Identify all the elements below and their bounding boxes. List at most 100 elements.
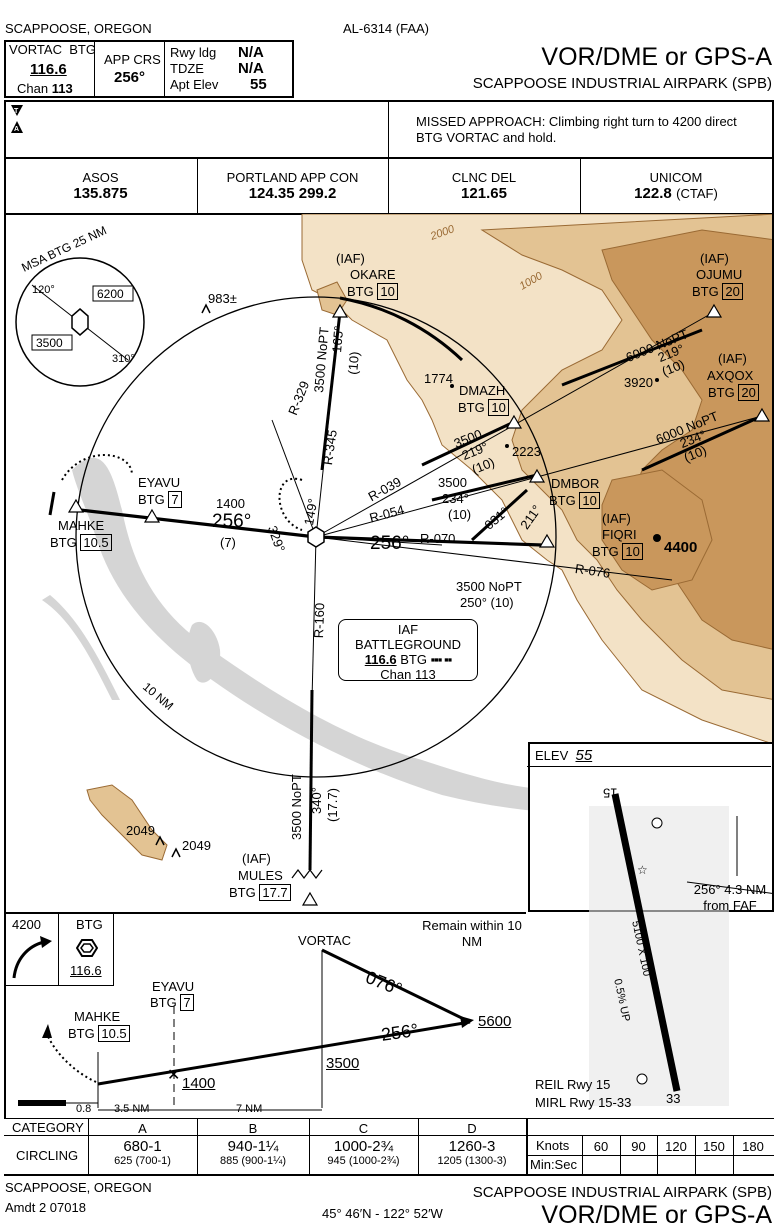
profile-eyavu: EYAVU [152,979,195,994]
spot-elev-2049b: 2049 [182,838,211,853]
profile-alt-5600: 5600 [478,1013,512,1030]
remain-note: Remain within 10 NM [422,918,522,949]
svg-text:T: T [14,108,19,115]
lake-2 [129,579,151,612]
okare-leg-dist: (10) [345,350,362,376]
profile-vortac: VORTAC [298,933,351,948]
knots-90: 90 [631,1139,646,1154]
mahke-hold [61,454,133,481]
fiqri-leg-alt: 3500 NoPT [456,579,522,594]
inbound-course-fiqri [315,535,543,547]
river-west [42,595,120,700]
okare-dme: BTG 10 [347,283,398,300]
mules-leg-dist: (17.7) [325,788,340,822]
inbound-course: 256° [370,533,410,554]
fiqri-leg-crs: 250° (10) [460,595,514,610]
app-crs: 256° [114,69,146,86]
chart-id: AL-6314 (FAA) [343,21,429,36]
comm-clearance: CLNC DEL 121.65 [451,170,517,202]
spot-elev-2049a: 2049 [126,823,155,838]
airport-coords: 45° 46′N - 122° 52′W [322,1206,443,1221]
okare-iaf: (IAF) [336,251,365,266]
plan-view: 2000 1000 MSA BTG 25 NM 120° 310° 6200 3… [4,214,774,912]
comm-unicom: UNICOM 122.8 (CTAF) [634,170,718,202]
missed-approach-text: MISSED APPROACH: Climbing right turn to … [416,114,737,146]
rwy-15-label: 15 [603,785,618,801]
final-alt: 1400 [216,496,245,511]
fiqri-iaf: (IAF) [602,511,631,526]
radial-160: R-160 [311,602,328,639]
okare-leg-crs: 165° [329,325,347,354]
sketch-elev: ELEV 55 [535,747,593,764]
msa-alt-2: 3500 [36,336,63,350]
terr-island [86,784,168,861]
profile-alt-3500: 3500 [326,1055,360,1072]
ojumu-name: OJUMU [696,267,743,282]
hold-freq: 116.6 [70,963,102,978]
knots-label: Knots [536,1138,570,1153]
amendment: Amdt 2 07018 [5,1200,86,1215]
msa-circle [15,257,145,387]
profile-alt-1400: 1400 [182,1075,216,1092]
rwy-ldg: N/A [238,44,264,61]
mules-leg-alt: 3500 NoPT [289,774,304,840]
footer-location: SCAPPOOSE, OREGON [5,1180,152,1195]
eyavu-name: EYAVU [138,475,181,490]
final-approach-course [79,508,317,539]
fixes [67,303,771,906]
tdze-label: TDZE [170,61,204,76]
dist-7: 7 NM [236,1103,263,1115]
final-course: 256° [212,511,252,532]
airport-diagram: ☆ [589,793,772,1106]
eyavu-dme: BTG 7 [138,491,182,508]
category-a: A [138,1121,147,1136]
dist-0-8: 0.8 [76,1103,92,1115]
svg-text:✕: ✕ [167,1067,180,1084]
rwy-33-label: 33 [666,1091,681,1106]
ten-nm-label: 10 NM [140,680,176,713]
ojumu-iaf: (IAF) [700,251,729,266]
category-b: B [248,1121,258,1136]
takeoff-alternate-icons: T A [10,104,24,141]
knots-60: 60 [593,1139,609,1154]
svg-text:A: A [14,126,19,133]
vortac-icon [307,526,325,548]
dist-3-5: 3.5 NM [114,1103,150,1115]
footer-airport: SCAPPOOSE INDUSTRIAL AIRPARK (SPB) [472,1184,772,1201]
rwy-ldg-label: Rwy ldg [170,45,217,60]
knots-120: 120 [665,1139,687,1154]
nav-chan: Chan 113 [17,81,73,96]
hold-vortac-icon [76,939,98,957]
spot-elev-2223: 2223 [512,444,541,459]
missed-icons-box [4,912,114,986]
mahke-name: MAHKE [58,518,105,533]
footer-title: VOR/DME or GPS-A [541,1201,772,1229]
dmbor-leg-dist: (10) [448,507,472,522]
nav-freq: 116.6 [30,61,67,78]
app-crs-label: APP CRS [104,52,161,67]
battleground-vortac-box: IAF BATTLEGROUND 116.6 BTG ▪▪▪ ▪▪ Chan 1… [338,619,478,682]
profile-graphics: ✕ [18,948,474,1111]
axqox-name: AXQOX [707,368,754,383]
terr-high2 [601,469,713,591]
dmazh-name: DMAZH [459,383,506,398]
category-d: D [467,1121,477,1136]
profile-mahke: MAHKE [74,1009,121,1024]
spot-elev-1774: 1774 [424,371,453,386]
msa-vortac-icon [71,308,89,336]
faf-note: 256° 4.3 NM from FAF [693,882,767,913]
feeder-routes [308,311,763,871]
spot-elev-4400: 4400 [664,539,698,556]
fiqri-dme: BTG 10 [592,543,643,560]
water-bodies [42,457,622,815]
runway-15-33 [611,793,681,1092]
mules-feeder-icon [291,869,323,879]
mules-name: MULES [238,868,283,883]
missed-hold [278,477,303,531]
msa-alt-1: 6200 [97,287,124,301]
okare-name: OKARE [350,267,396,282]
dmbor-leg-alt: 3500 [438,475,467,490]
